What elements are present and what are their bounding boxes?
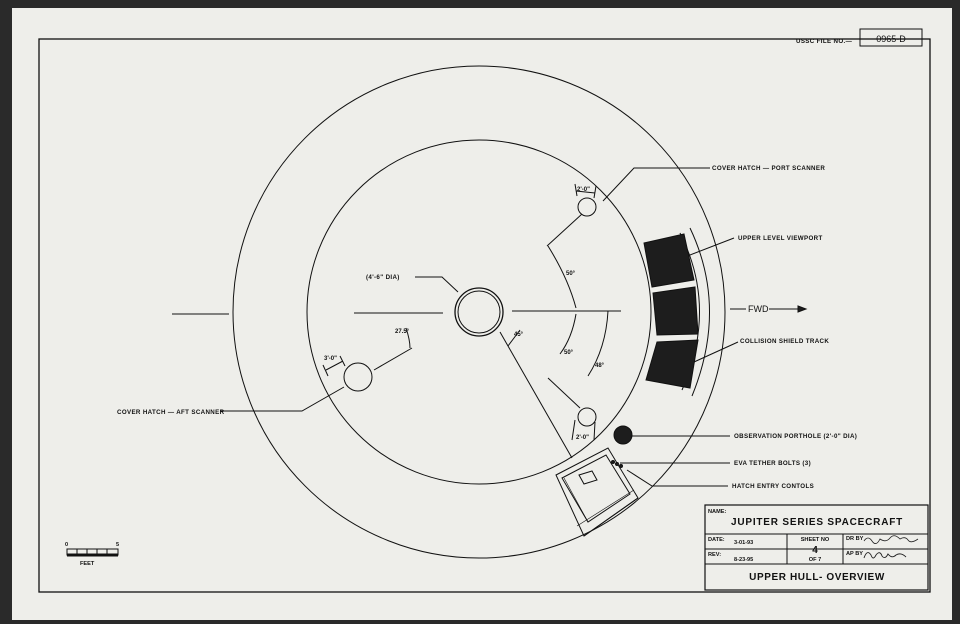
tether-bolt xyxy=(619,464,623,468)
label-viewport: UPPER LEVEL VIEWPORT xyxy=(738,235,823,242)
aft-scanner-hatch xyxy=(343,362,373,392)
blueprint-drawing: USSC FILE NO.— 0965-D COVER HATCH — PORT… xyxy=(38,28,931,593)
dim-angle-center: 45° xyxy=(514,332,524,338)
viewport-panel-lower xyxy=(645,339,699,389)
dim-angle-aft: 27.5° xyxy=(395,329,410,335)
tb-sheet-label: SHEET NO xyxy=(801,537,830,543)
outer-hull-ring xyxy=(232,65,726,559)
dim-port-hatch: 2'-0" xyxy=(577,187,590,193)
center-hatch-outer xyxy=(454,287,504,337)
dim-angle-lower: 50° xyxy=(564,350,574,356)
file-label: USSC FILE NO.— xyxy=(796,38,853,45)
title-block xyxy=(704,504,929,591)
label-porthole: OBSERVATION PORTHOLE (2'-0" DIA) xyxy=(734,433,857,440)
tb-name-label: NAME: xyxy=(708,509,726,515)
file-number-box xyxy=(859,28,923,47)
label-collision-track: COLLISION SHIELD TRACK xyxy=(740,338,829,345)
tb-date: 3-01-93 xyxy=(734,540,753,546)
hatch-entry-frame xyxy=(555,447,639,537)
dim-aft-hatch: 3'-0" xyxy=(324,356,337,362)
observation-porthole xyxy=(613,425,633,445)
tether-bolt xyxy=(615,462,619,466)
center-hatch-inner xyxy=(457,290,501,334)
label-tether: EVA TETHER BOLTS (3) xyxy=(734,460,811,467)
dim-angle-upper: 50° xyxy=(566,271,576,277)
file-number: 0965-D xyxy=(876,34,906,44)
signature-ap xyxy=(863,552,907,559)
label-fwd: FWD xyxy=(748,304,769,314)
scale-five: 5 xyxy=(116,542,119,548)
tb-rev: 8-23-95 xyxy=(734,557,753,563)
scale-zero: 0 xyxy=(65,542,68,548)
viewport-panel-upper xyxy=(643,233,695,288)
tb-rev-label: REV: xyxy=(708,552,721,558)
entry-scanner-hatch xyxy=(577,407,597,427)
tb-sheet-of: OF 7 xyxy=(809,557,821,563)
tb-date-label: DATE: xyxy=(708,537,725,543)
tb-drawing-title: UPPER HULL- OVERVIEW xyxy=(749,572,885,583)
tb-ap-label: AP BY xyxy=(846,551,863,557)
label-port-hatch: COVER HATCH — PORT SCANNER xyxy=(712,165,825,172)
label-aft-hatch: COVER HATCH — AFT SCANNER xyxy=(117,409,225,416)
label-center-dia: (4'-6" DIA) xyxy=(366,274,400,281)
tb-sheet-no: 4 xyxy=(812,545,818,556)
viewport-panel-middle xyxy=(652,286,699,336)
scale-unit: FEET xyxy=(80,561,95,567)
signature-dr xyxy=(863,535,919,544)
blueprint-sheet: USSC FILE NO.— 0965-D COVER HATCH — PORT… xyxy=(12,8,952,620)
tether-bolt xyxy=(611,460,615,464)
label-hatch-controls: HATCH ENTRY CONTOLS xyxy=(732,483,814,490)
tb-dr-label: DR BY xyxy=(846,536,864,542)
port-scanner-hatch xyxy=(577,197,597,217)
dim-angle-right: 48° xyxy=(595,363,605,369)
drawing-border xyxy=(38,38,931,593)
tb-name: JUPITER SERIES SPACECRAFT xyxy=(731,517,903,528)
dim-entry-hatch: 2'-0" xyxy=(576,435,589,441)
inner-hull-ring xyxy=(306,139,652,485)
